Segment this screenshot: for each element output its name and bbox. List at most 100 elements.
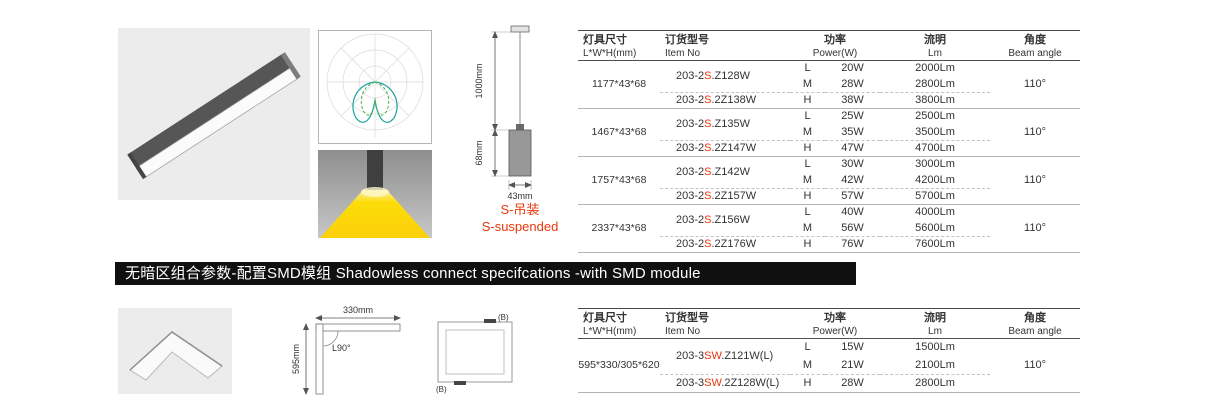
table-row: M 42W 4200Lm xyxy=(578,172,1080,188)
power-mode-cell: M xyxy=(802,358,813,371)
dim-330mm: 330mm xyxy=(343,305,373,315)
item-no-cell: 203-2S.Z128W xyxy=(660,60,790,92)
table-row: 595*330/305*620 203-3SW.Z121W(L) L 15W 1… xyxy=(578,338,1080,371)
lumen-cell: 2500Lm xyxy=(880,107,990,124)
lumen-cell: 5600Lm xyxy=(915,221,955,234)
item-no-cell: 203-3SW.2Z128W(L) xyxy=(660,373,790,392)
angle-cell: 110° xyxy=(990,203,1080,252)
power-mode-cell: M xyxy=(802,125,813,138)
size-cell: 2337*43*68 xyxy=(578,203,660,252)
dim-595mm: 595mm xyxy=(292,344,301,374)
header-power-en: Power(W) xyxy=(812,325,858,337)
item-no-cell: 203-2S.2Z157W xyxy=(660,187,790,204)
table-row: 203-2S.2Z147W H 47W 4700Lm xyxy=(578,139,1080,156)
header-angle-cn: 角度 xyxy=(1024,34,1046,46)
connector-frame-diagram: (B) (B) xyxy=(436,313,513,394)
item-part: 203-2 xyxy=(676,118,705,130)
item-part: .2Z147W xyxy=(711,142,757,154)
table-row: 203-2S.2Z138W H 38W 3800Lm xyxy=(578,91,1080,108)
size-cell: 1757*43*68 xyxy=(578,155,660,204)
lumen-cell: 3800Lm xyxy=(880,91,990,108)
item-part: 203-2 xyxy=(676,70,705,82)
power-cell: 20W xyxy=(841,62,864,75)
item-part-red: S xyxy=(704,214,712,226)
table-header: 灯具尺寸 订货型号 功率 流明 角度 L*W*H(mm) Item No Pow… xyxy=(578,309,1080,338)
spec-table-shadowless: 灯具尺寸 订货型号 功率 流明 角度 L*W*H(mm) Item No Pow… xyxy=(578,308,1080,393)
item-part-red: SW xyxy=(704,350,722,362)
mounting-label: S-吊装 S-suspended xyxy=(455,201,585,235)
lumen-cell: 1500Lm xyxy=(915,341,955,354)
header-size-en: L*W*H(mm) xyxy=(583,325,637,337)
power-cell: 40W xyxy=(825,203,880,220)
size-group: 1177*43*68 203-2S.Z128W L 20W 2000Lm 110… xyxy=(578,60,1080,108)
header-lumen-en: Lm xyxy=(928,325,942,337)
table-row: 203-2S.2Z176W H 76W 7600Lm xyxy=(578,235,1080,252)
item-part-red: S xyxy=(704,238,712,250)
dim-1000mm: 1000mm xyxy=(474,63,484,98)
power-mode-cell: H xyxy=(790,235,825,252)
lumen-cell: 4000Lm xyxy=(880,203,990,220)
item-part: .Z135W xyxy=(711,118,750,130)
header-power-cn: 功率 xyxy=(824,312,846,324)
photometric-diagram xyxy=(318,30,432,144)
power-cell: 57W xyxy=(825,187,880,204)
lumen-cell: 2100Lm xyxy=(915,358,955,371)
lumen-cell: 7600Lm xyxy=(880,235,990,252)
power-mode-cell: H xyxy=(790,91,825,108)
corner-product-photo xyxy=(118,308,232,394)
power-mode-cell: H xyxy=(790,373,825,392)
power-mode-cell: M xyxy=(802,221,813,234)
header-size-cn: 灯具尺寸 xyxy=(583,312,627,324)
size-cell: 1467*43*68 xyxy=(578,107,660,156)
lumen-cell: 2800Lm xyxy=(915,77,955,90)
table-row: M 56W 5600Lm xyxy=(578,220,1080,236)
size-group: 1467*43*68 203-2S.Z135W L 25W 2500Lm 110… xyxy=(578,107,1080,156)
item-no-cell: 203-2S.2Z176W xyxy=(660,235,790,252)
power-cell: 28W xyxy=(841,77,864,90)
power-mode-cell: L xyxy=(790,107,825,124)
dim-43mm: 43mm xyxy=(507,191,532,201)
header-lumen-cn: 流明 xyxy=(924,34,946,46)
power-mode-cell: H xyxy=(790,187,825,204)
spec-table-suspended: 灯具尺寸 订货型号 功率 流明 角度 L*W*H(mm) Item No Pow… xyxy=(578,30,1080,253)
size-cell: 595*330/305*620 xyxy=(578,359,660,371)
power-mode-cell: L xyxy=(790,155,825,172)
header-angle-en: Beam angle xyxy=(1008,325,1062,337)
power-cell: 25W xyxy=(825,107,880,124)
header-power-cn: 功率 xyxy=(824,34,846,46)
item-no-cell: 203-2S.2Z147W xyxy=(660,139,790,156)
table-row: 1177*43*68 203-2S.Z128W L 20W 2000Lm 110… xyxy=(578,60,1080,90)
item-part-red: S xyxy=(704,70,712,82)
item-no-cell: 203-3SW.Z121W(L) xyxy=(660,338,790,374)
item-part-red: S xyxy=(704,166,712,178)
table-row: 1757*43*68 203-2S.Z142W L 30W 3000Lm 110… xyxy=(578,155,1080,204)
table-row: 203-2S.2Z157W H 57W 5700Lm xyxy=(578,187,1080,204)
section-banner-text: 无暗区组合参数-配置SMD模组 Shadowless connect speci… xyxy=(125,265,701,282)
table-row: M 21W 2100Lm xyxy=(578,356,1080,374)
header-lumen-en: Lm xyxy=(928,47,942,59)
header-angle-en: Beam angle xyxy=(1008,47,1062,59)
item-part: .Z156W xyxy=(711,214,750,226)
connector-tag-bottom: (B) xyxy=(436,385,447,394)
item-part-red: S xyxy=(704,94,712,106)
table-row: M 28W 2800Lm xyxy=(578,76,1080,92)
beam-photo xyxy=(318,150,432,238)
header-item-en: Item No xyxy=(665,325,701,337)
power-cell: 42W xyxy=(841,173,864,186)
angle-cell: 110° xyxy=(990,107,1080,156)
item-part: 203-2 xyxy=(676,166,705,178)
size-group: 1757*43*68 203-2S.Z142W L 30W 3000Lm 110… xyxy=(578,155,1080,204)
lumen-cell: 4200Lm xyxy=(915,173,955,186)
power-cell: 38W xyxy=(825,91,880,108)
power-cell: 56W xyxy=(841,221,864,234)
power-cell: 30W xyxy=(825,155,880,172)
power-cell: 47W xyxy=(825,139,880,156)
power-cell: 15W xyxy=(841,341,864,354)
item-part: 203-2 xyxy=(676,214,705,226)
item-part: 203-2 xyxy=(676,94,705,106)
item-no-cell: 203-2S.2Z138W xyxy=(660,91,790,108)
table-row: 203-3SW.2Z128W(L) H 28W 2800Lm xyxy=(578,373,1080,392)
angle-cell: 110° xyxy=(1024,359,1046,371)
power-cell: 28W xyxy=(825,373,880,392)
item-no-cell: 203-2S.Z142W xyxy=(660,155,790,188)
